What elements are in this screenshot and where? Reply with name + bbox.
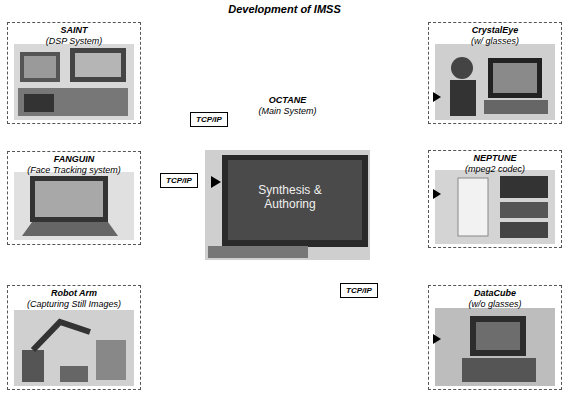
illustration-shape	[75, 53, 121, 77]
system-box: FANGUIN(Face Tracking system)	[7, 151, 141, 245]
illustration-shape	[22, 222, 118, 236]
protocol-label: TCP/IP	[346, 285, 372, 296]
illustration-shape	[33, 322, 90, 350]
illustration-shape	[20, 52, 60, 82]
system-role: (w/o glasses)	[429, 299, 561, 310]
illustration-shape	[211, 176, 221, 188]
illustration-shape	[35, 181, 103, 217]
illustration-shape	[458, 178, 488, 236]
system-name: Robot Arm	[8, 288, 140, 299]
illustration-shape	[30, 176, 108, 222]
system-name: FANGUIN	[8, 154, 140, 165]
illustration-shape	[18, 88, 128, 116]
robot-arm-photo	[14, 310, 134, 386]
illustration-shape	[205, 150, 370, 260]
illustration-shape	[433, 334, 441, 344]
diagram-title: Development of IMSS	[0, 3, 569, 15]
system-role: (Face Tracking system)	[8, 165, 140, 176]
illustration-shape	[14, 310, 134, 386]
stereo-display-photo	[433, 44, 555, 120]
protocol-tag: TCP/IP	[160, 173, 198, 188]
system-name: OCTANE	[205, 95, 370, 106]
illustration-shape	[462, 358, 536, 382]
illustration-shape	[451, 57, 473, 79]
illustration-shape	[488, 58, 542, 98]
illustration-shape	[493, 63, 537, 93]
system-role: (Main System)	[205, 106, 370, 117]
system-box: Robot Arm(Capturing Still Images)	[7, 285, 141, 390]
illustration-shape	[435, 44, 555, 120]
codec-photo	[433, 170, 555, 244]
system-box: DataCube(w/o glasses)	[428, 285, 562, 390]
dsp-photo	[14, 44, 134, 120]
system-box: NEPTUNE(mpeg2 codec)	[428, 150, 562, 248]
illustration-shape	[433, 92, 441, 102]
system-name: NEPTUNE	[429, 153, 561, 164]
face-tracking-photo	[14, 172, 134, 240]
system-role: (Capturing Still Images)	[8, 299, 140, 310]
protocol-tag: TCP/IP	[190, 112, 228, 127]
illustration-shape	[24, 56, 56, 78]
illustration-shape	[222, 155, 368, 247]
system-box: CrystalEye(w/ glasses)	[428, 22, 562, 124]
illustration-shape	[96, 340, 126, 380]
protocol-label: TCP/IP	[166, 175, 192, 186]
illustration-shape	[70, 48, 126, 82]
autostereo-display-photo	[433, 308, 555, 386]
system-name: DataCube	[429, 288, 561, 299]
screen-text: Synthesis & Authoring	[250, 183, 330, 211]
system-name: CrystalEye	[429, 25, 561, 36]
illustration-shape	[208, 246, 308, 258]
illustration-shape	[470, 316, 526, 356]
illustration-shape	[500, 202, 548, 218]
illustration-shape	[500, 222, 548, 238]
illustration-shape	[228, 160, 362, 240]
protocol-tag: TCP/IP	[340, 283, 378, 298]
system-name: SAINT	[8, 25, 140, 36]
illustration-shape	[60, 366, 88, 382]
system-box: OCTANE(Main System) Synthesis & Authoring	[205, 95, 370, 262]
system-role: (w/ glasses)	[429, 36, 561, 47]
illustration-shape	[14, 44, 134, 120]
system-role: (mpeg2 codec)	[429, 164, 561, 175]
illustration-shape	[484, 100, 548, 114]
protocol-label: TCP/IP	[196, 114, 222, 125]
illustration-shape	[435, 170, 555, 244]
illustration-shape	[450, 80, 476, 116]
illustration-shape	[435, 308, 555, 386]
illustration-shape	[14, 172, 134, 240]
illustration-shape	[24, 94, 54, 112]
illustration-shape	[500, 176, 548, 198]
system-role: (DSP System)	[8, 36, 140, 47]
illustration-shape	[22, 350, 44, 382]
workstation-photo	[205, 150, 370, 260]
illustration-shape	[476, 322, 520, 350]
system-box: SAINT(DSP System)	[7, 22, 141, 124]
illustration-shape	[433, 189, 441, 199]
